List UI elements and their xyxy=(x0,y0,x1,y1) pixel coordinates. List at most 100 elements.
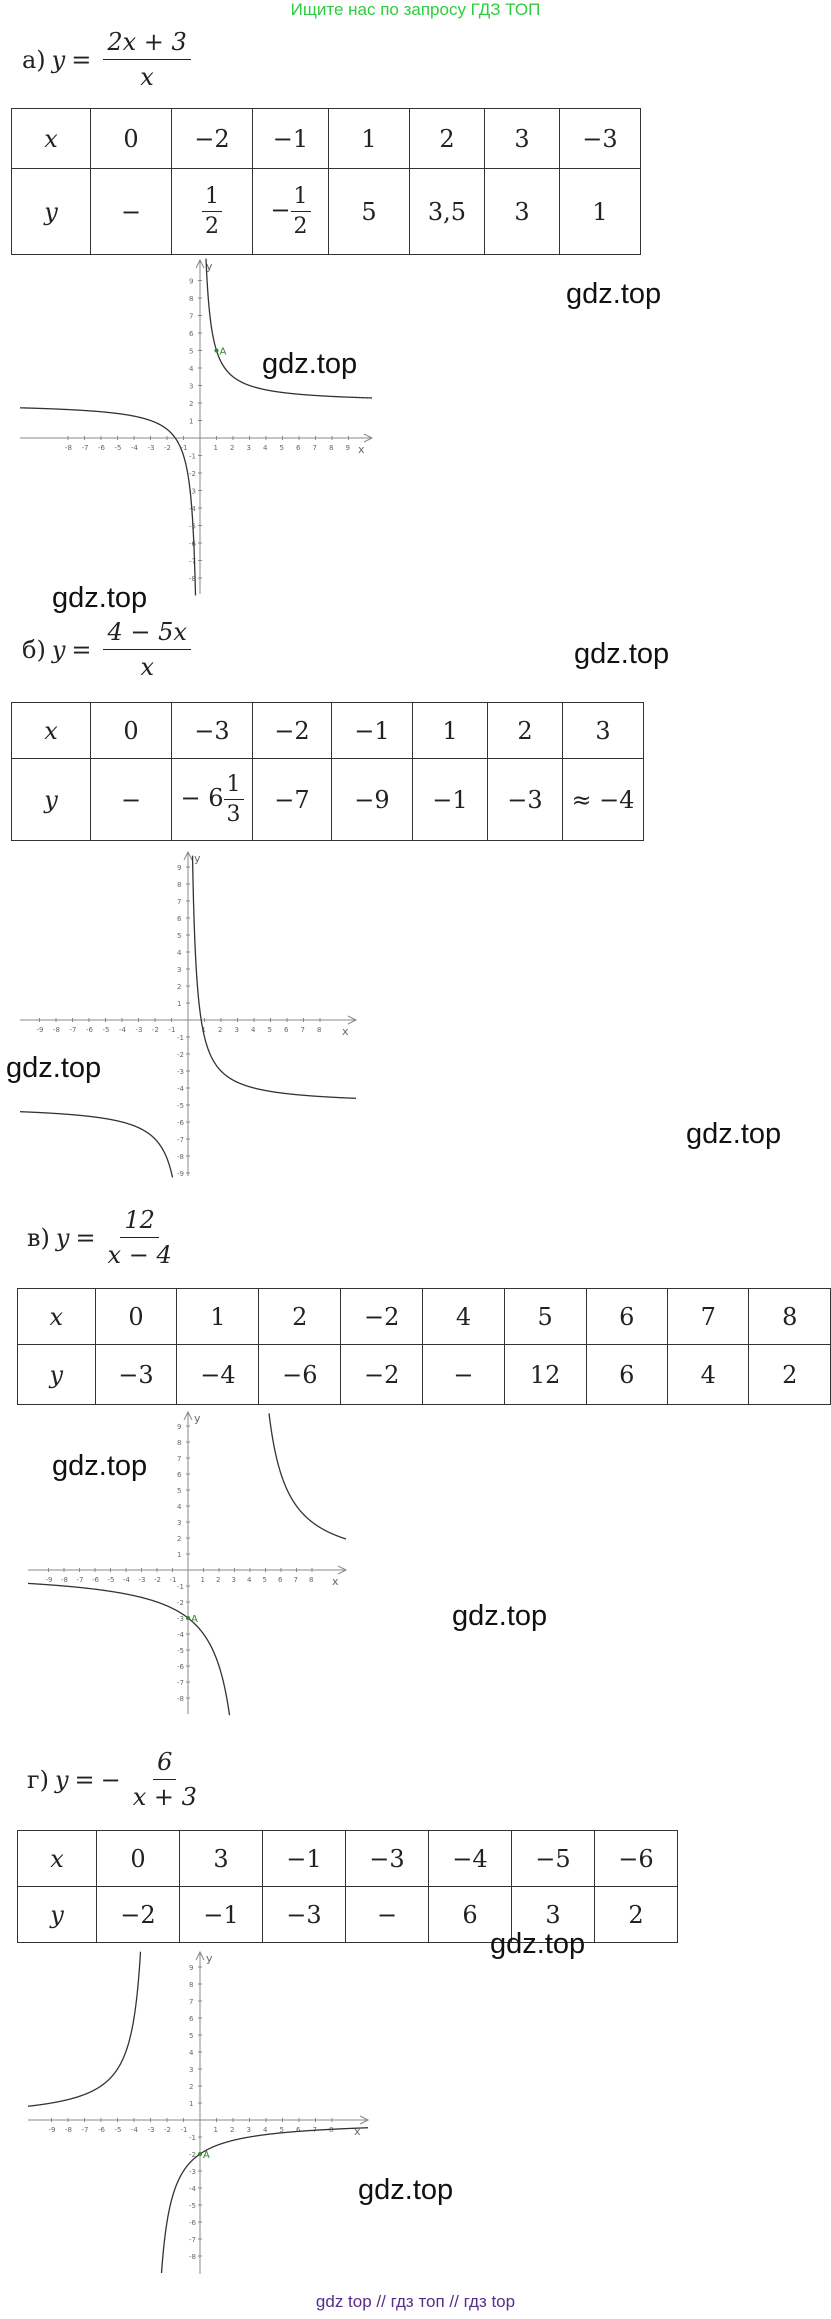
table-cell: 3 xyxy=(484,168,560,255)
y-tick-label: 3 xyxy=(189,2066,193,2074)
table-cell: −9 xyxy=(331,758,413,841)
x-tick-label: 3 xyxy=(247,2126,251,2134)
table-cell: 2 xyxy=(409,108,485,169)
table-cell: 6 xyxy=(428,1886,512,1943)
x-tick-label: -6 xyxy=(86,1026,94,1034)
x-tick-label: -2 xyxy=(154,1576,161,1584)
x-axis-label: x xyxy=(332,1575,339,1588)
y-tick-label: -4 xyxy=(177,1631,185,1639)
table-cell: 8 xyxy=(748,1288,831,1345)
x-tick-label: 8 xyxy=(329,444,333,452)
x-tick-label: -6 xyxy=(98,2126,106,2134)
y-tick-label: 2 xyxy=(189,400,193,408)
y-tick-label: -9 xyxy=(177,1170,184,1178)
x-axis-arrow xyxy=(363,433,374,443)
x-tick-label: -7 xyxy=(70,1026,77,1034)
y-tick-label: -1 xyxy=(177,1583,184,1591)
watermark: gdz.top xyxy=(358,2174,454,2206)
x-tick-label: -1 xyxy=(170,1576,177,1584)
watermark: gdz.top xyxy=(686,1118,782,1150)
y-tick-label: 7 xyxy=(177,1455,181,1463)
x-tick-label: -6 xyxy=(98,444,106,452)
x-tick-label: -5 xyxy=(115,2126,122,2134)
table-cell: −3 xyxy=(262,1886,346,1943)
table-cell: 5 xyxy=(328,168,410,255)
x-tick-label: -2 xyxy=(164,444,171,452)
y-tick-label: -1 xyxy=(177,1034,184,1042)
x-tick-label: -5 xyxy=(115,444,122,452)
y-axis-label: y xyxy=(206,1952,213,1965)
table-cell: 3 xyxy=(179,1830,263,1887)
table-cell: 1 xyxy=(328,108,410,169)
x-tick-label: -2 xyxy=(164,2126,171,2134)
y-tick-label: 9 xyxy=(189,278,193,286)
x-tick-label: 9 xyxy=(346,444,350,452)
y-tick-label: -6 xyxy=(189,540,197,548)
table-cell: −4 xyxy=(176,1344,260,1405)
table-cell: 3 xyxy=(562,702,644,759)
y-tick-label: -7 xyxy=(177,1679,184,1687)
x-tick-label: -3 xyxy=(148,2126,155,2134)
y-tick-label: 8 xyxy=(189,1981,193,1989)
table-cell: 2 xyxy=(594,1886,678,1943)
watermark: gdz.top xyxy=(52,582,148,614)
x-tick-label: 1 xyxy=(214,444,218,452)
x-axis-label: x xyxy=(342,1025,349,1038)
table-cell: 4 xyxy=(667,1344,750,1405)
function-curve xyxy=(27,1413,347,1716)
table-cell: −5 xyxy=(511,1830,595,1887)
point-label: A xyxy=(203,2150,210,2161)
y-tick-label: -1 xyxy=(189,2134,196,2142)
cell-sign: − xyxy=(270,196,291,224)
y-axis-arrow xyxy=(183,850,193,861)
x-tick-label: -9 xyxy=(49,2126,56,2134)
y-tick-label: 7 xyxy=(189,1998,193,2006)
y-tick-label: -8 xyxy=(189,575,196,583)
y-axis-label: y xyxy=(194,852,201,865)
point-label: A xyxy=(220,347,227,358)
table-cell: −3 xyxy=(559,108,641,169)
table-cell: −3 xyxy=(94,1344,178,1405)
x-tick-label: 1 xyxy=(201,1576,205,1584)
y-tick-label: -7 xyxy=(189,558,196,566)
x-tick-label: 6 xyxy=(296,2126,301,2134)
table-cell: 4 xyxy=(422,1288,505,1345)
footer-links: gdz top // гдз топ // гдз top xyxy=(315,2292,516,2311)
table-cell: − xyxy=(345,1886,429,1943)
table-cell: 6 xyxy=(585,1288,669,1345)
part-label: г) xyxy=(27,1765,49,1794)
fraction: 12 x − 4 xyxy=(107,1206,172,1269)
y-tick-label: 5 xyxy=(189,2032,193,2040)
y-tick-label: -6 xyxy=(177,1119,185,1127)
header-cell: y xyxy=(11,168,91,255)
table-cell: −4 xyxy=(428,1830,512,1887)
y-tick-label: 9 xyxy=(189,1964,193,1972)
x-tick-label: 4 xyxy=(251,1026,256,1034)
formula-c: в) y= 12 x − 4 xyxy=(27,1206,172,1269)
x-tick-label: 5 xyxy=(263,1576,267,1584)
y-tick-label: -8 xyxy=(177,1695,184,1703)
x-tick-label: 7 xyxy=(313,444,317,452)
y-tick-label: -7 xyxy=(177,1136,184,1144)
x-tick-label: -4 xyxy=(131,444,139,452)
y-tick-label: 4 xyxy=(177,949,182,957)
point-marker xyxy=(214,348,219,353)
y-tick-label: 7 xyxy=(177,898,181,906)
y-tick-label: 5 xyxy=(177,1487,181,1495)
table-cell: −1 xyxy=(331,702,413,759)
x-tick-label: 5 xyxy=(280,444,284,452)
y-axis-arrow xyxy=(195,1950,205,1961)
table-cell: 0 xyxy=(94,1288,178,1345)
table-cell: −6 xyxy=(258,1344,342,1405)
x-tick-label: -8 xyxy=(65,444,72,452)
x-tick-label: 8 xyxy=(329,2126,333,2134)
x-tick-label: 4 xyxy=(263,2126,268,2134)
y-tick-label: 3 xyxy=(189,383,193,391)
x-tick-label: -4 xyxy=(123,1576,131,1584)
table-cell: 2 xyxy=(748,1344,831,1405)
